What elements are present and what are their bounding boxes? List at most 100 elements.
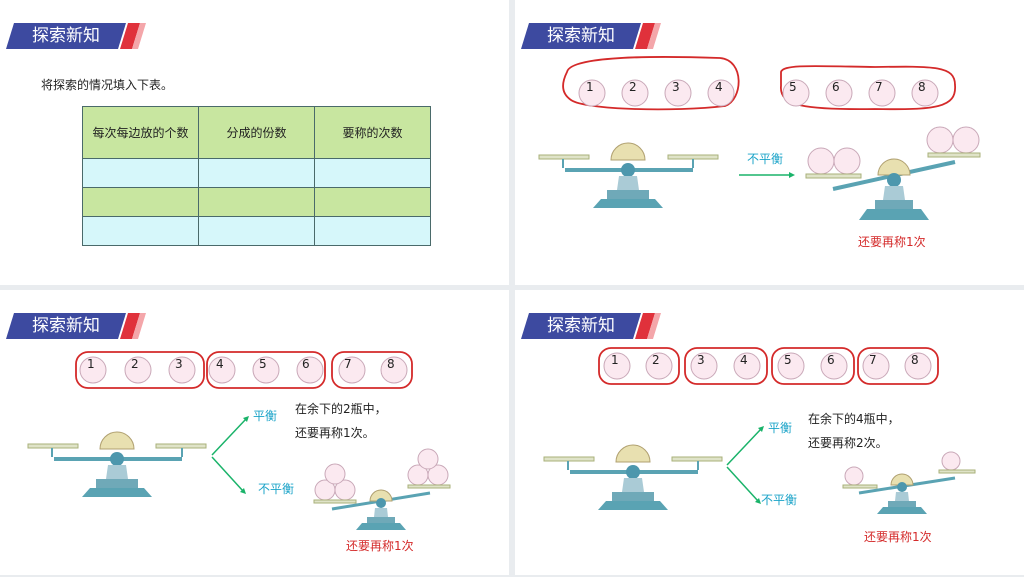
group-outline xyxy=(771,347,855,385)
bottle-ball xyxy=(168,356,196,384)
bottle-ball xyxy=(252,356,280,384)
bottle-ball xyxy=(208,356,236,384)
bottle-label: 4 xyxy=(715,80,723,94)
bottle-ball xyxy=(777,352,805,380)
bottle-label: 8 xyxy=(911,353,919,367)
section-header: 探索新知 xyxy=(521,23,661,49)
header-title: 探索新知 xyxy=(547,26,615,46)
bottle-ball xyxy=(733,352,761,380)
tilted-scale-icon xyxy=(842,451,976,514)
bottle-label: 7 xyxy=(344,357,352,371)
bottle-ball xyxy=(782,79,810,107)
unbalanced-label: 不平衡 xyxy=(258,482,295,496)
bottle-ball xyxy=(820,352,848,380)
bottle-ball xyxy=(707,79,735,107)
bottle-label: 1 xyxy=(87,357,95,371)
table-cell[interactable] xyxy=(198,187,315,217)
bottle-label: 3 xyxy=(175,357,183,371)
bottle-ball xyxy=(79,356,107,384)
table-header-cell: 要称的次数 xyxy=(314,106,431,159)
table-cell[interactable] xyxy=(82,187,199,217)
balance-scale-icon xyxy=(27,431,207,497)
arrow-down-icon xyxy=(726,466,759,502)
balanced-label: 平衡 xyxy=(768,421,793,435)
bottle-ball xyxy=(911,79,939,107)
bottle-label: 2 xyxy=(131,357,139,371)
header-banner xyxy=(521,313,661,339)
tilted-scale-icon xyxy=(805,126,981,220)
bottle-label: 3 xyxy=(697,353,705,367)
bottle-label: 3 xyxy=(672,80,680,94)
bottle-ball xyxy=(578,79,606,107)
instruction-text: 将探索的情况填入下表。 xyxy=(41,78,174,92)
bottle-label: 5 xyxy=(789,80,797,94)
unbalanced-label: 不平衡 xyxy=(761,493,798,507)
note-line-2: 还要再称2次。 xyxy=(808,436,888,450)
note-line-1: 在余下的2瓶中， xyxy=(295,402,387,416)
bottle-ball xyxy=(124,356,152,384)
table-header-cell: 分成的份数 xyxy=(198,106,315,159)
bottle-label: 5 xyxy=(259,357,267,371)
bottle-label: 4 xyxy=(740,353,748,367)
weigh-again-label: 还要再称1次 xyxy=(864,530,932,544)
section-header: 探索新知 xyxy=(6,313,146,339)
bottle-label: 6 xyxy=(827,353,835,367)
panel-2-graphics xyxy=(538,56,981,220)
header-title: 探索新知 xyxy=(32,316,100,336)
bottle-ball xyxy=(645,352,673,380)
panel-2: 探索新知 xyxy=(515,0,1024,285)
header-title: 探索新知 xyxy=(32,26,100,46)
table-row xyxy=(82,158,431,188)
bottle-label: 6 xyxy=(302,357,310,371)
bottle-label: 4 xyxy=(216,357,224,371)
group-outline xyxy=(857,347,939,385)
section-header: 探索新知 xyxy=(6,23,146,49)
result-table: 每次每边放的个数 分成的份数 要称的次数 xyxy=(82,106,431,246)
bottle-label: 8 xyxy=(387,357,395,371)
header-banner xyxy=(521,23,661,49)
bottle-label: 6 xyxy=(832,80,840,94)
header-banner xyxy=(6,23,146,49)
balance-scale-icon xyxy=(538,142,719,208)
panel-1: 探索新知 将探索的情况填入下表。 每次每边放的个数 分成的份数 要称的次数 xyxy=(0,0,509,285)
table-cell[interactable] xyxy=(198,158,315,188)
bottle-ball xyxy=(664,79,692,107)
bottle-label: 1 xyxy=(611,353,619,367)
table-header-row: 每次每边放的个数 分成的份数 要称的次数 xyxy=(82,106,431,159)
group-outline xyxy=(598,347,680,385)
table-cell[interactable] xyxy=(314,187,431,217)
bottle-ball xyxy=(296,356,324,384)
bottle-label: 8 xyxy=(918,80,926,94)
bottle-label: 1 xyxy=(586,80,594,94)
bottle-ball xyxy=(862,352,890,380)
group-outline xyxy=(562,56,740,111)
note-line-2: 还要再称1次。 xyxy=(295,426,375,440)
bottle-label: 7 xyxy=(875,80,883,94)
group-outline xyxy=(331,351,413,389)
table-cell[interactable] xyxy=(82,158,199,188)
unbalanced-label: 不平衡 xyxy=(747,152,784,166)
bottle-ball xyxy=(868,79,896,107)
header-title: 探索新知 xyxy=(547,316,615,336)
weigh-again-label: 还要再称1次 xyxy=(858,235,926,249)
table-cell[interactable] xyxy=(82,216,199,246)
section-header: 探索新知 xyxy=(521,313,661,339)
tilted-scale-icon xyxy=(313,448,451,530)
bottle-ball xyxy=(338,356,366,384)
bottle-label: 7 xyxy=(869,353,877,367)
table-row xyxy=(82,187,431,217)
note-line-1: 在余下的4瓶中， xyxy=(808,412,900,426)
panel-4-graphics xyxy=(543,347,976,514)
bottle-label: 5 xyxy=(784,353,792,367)
arrow-down-icon xyxy=(211,456,244,492)
group-outline xyxy=(206,351,326,389)
table-row xyxy=(82,216,431,246)
arrow-up-icon xyxy=(211,418,247,456)
bottle-label: 2 xyxy=(652,353,660,367)
bottle-ball xyxy=(621,79,649,107)
table-cell[interactable] xyxy=(198,216,315,246)
table-cell[interactable] xyxy=(314,216,431,246)
table-cell[interactable] xyxy=(314,158,431,188)
bottle-label: 2 xyxy=(629,80,637,94)
header-banner xyxy=(6,313,146,339)
